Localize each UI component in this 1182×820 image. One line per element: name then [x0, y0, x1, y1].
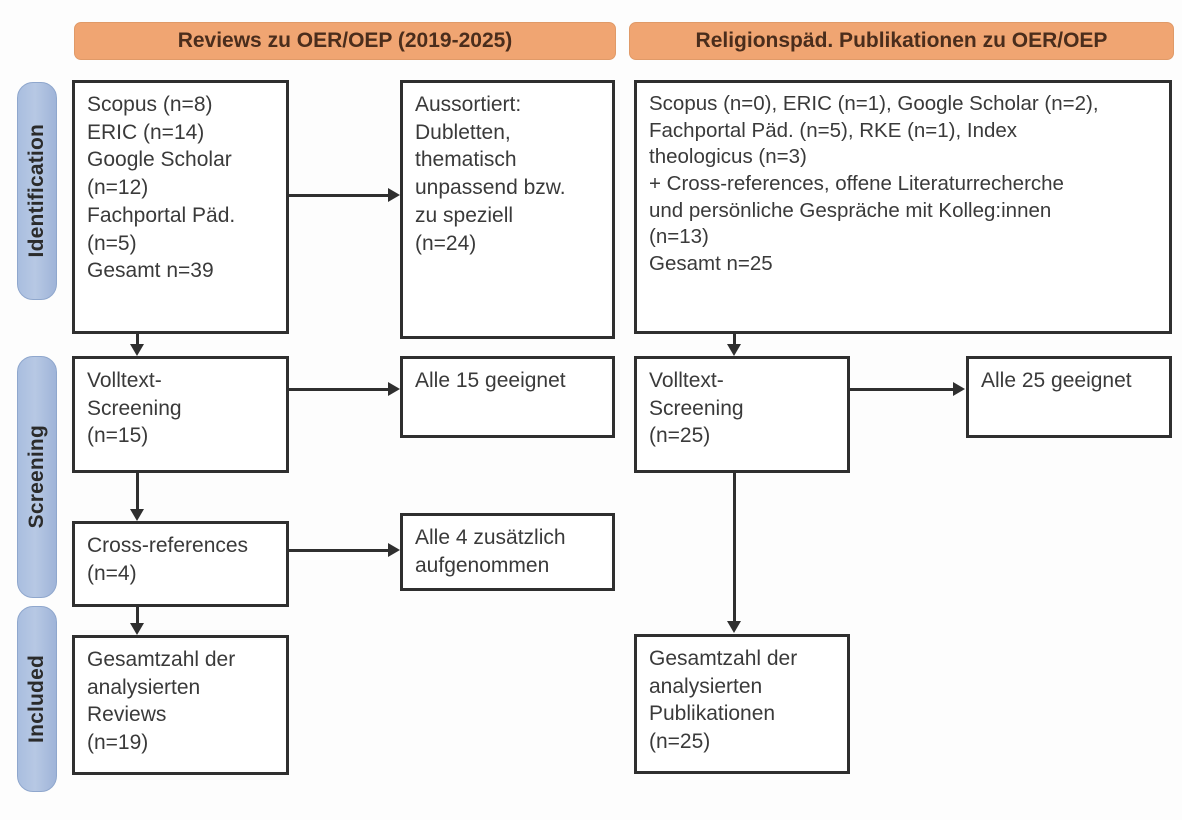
node-reviews-crossrefs-result: Alle 4 zusätzlich aufgenommen [400, 513, 615, 591]
connector-religionspaed-sources-to-fulltext [733, 334, 736, 346]
arrowhead-religionspaed-fulltext-to-result [953, 382, 965, 396]
arrowhead-reviews-sources-to-fulltext [130, 344, 144, 356]
connector-reviews-sources-to-excluded [289, 194, 389, 197]
arrowhead-reviews-sources-to-excluded [388, 188, 400, 202]
column-header-religionspaed: Religionspäd. Publikationen zu OER/OEP [629, 22, 1174, 60]
stage-label-identification: Identification [17, 82, 57, 300]
arrowhead-religionspaed-fulltext-to-included [727, 621, 741, 633]
stage-label-screening: Screening [17, 356, 57, 598]
arrowhead-reviews-fulltext-to-crossrefs [130, 509, 144, 521]
connector-reviews-crossrefs-to-result [289, 549, 389, 552]
node-reviews-crossrefs: Cross-references (n=4) [72, 521, 289, 607]
stage-label-screening-text: Screening [25, 425, 48, 529]
arrowhead-reviews-crossrefs-to-result [388, 543, 400, 557]
connector-reviews-crossrefs-to-included [136, 607, 139, 627]
node-religionspaed-included-total: Gesamtzahl der analysierten Publikatione… [634, 634, 850, 774]
stage-label-included-text: Included [25, 655, 48, 743]
connector-religionspaed-fulltext-to-included [733, 473, 736, 623]
connector-reviews-sources-to-fulltext [136, 334, 139, 346]
stage-label-identification-text: Identification [25, 124, 48, 258]
node-reviews-included-total: Gesamtzahl der analysierten Reviews (n=1… [72, 635, 289, 775]
stage-label-included: Included [17, 606, 57, 792]
connector-religionspaed-fulltext-to-result [850, 388, 954, 391]
arrowhead-religionspaed-sources-to-fulltext [727, 344, 741, 356]
node-reviews-sources: Scopus (n=8) ERIC (n=14) Google Scholar … [72, 80, 289, 334]
node-religionspaed-fulltext-result: Alle 25 geeignet [966, 356, 1172, 438]
node-religionspaed-sources: Scopus (n=0), ERIC (n=1), Google Scholar… [634, 80, 1172, 334]
connector-reviews-fulltext-to-crossrefs [136, 473, 139, 511]
arrowhead-reviews-fulltext-to-result [388, 382, 400, 396]
arrowhead-reviews-crossrefs-to-included [130, 623, 144, 635]
connector-reviews-fulltext-to-result [289, 388, 389, 391]
column-header-reviews: Reviews zu OER/OEP (2019-2025) [74, 22, 616, 60]
node-reviews-fulltext-screening: Volltext- Screening (n=15) [72, 356, 289, 473]
node-reviews-excluded: Aussortiert: Dubletten, thematisch unpas… [400, 80, 615, 339]
node-reviews-fulltext-result: Alle 15 geeignet [400, 356, 615, 438]
node-religionspaed-fulltext-screening: Volltext- Screening (n=25) [634, 356, 850, 473]
